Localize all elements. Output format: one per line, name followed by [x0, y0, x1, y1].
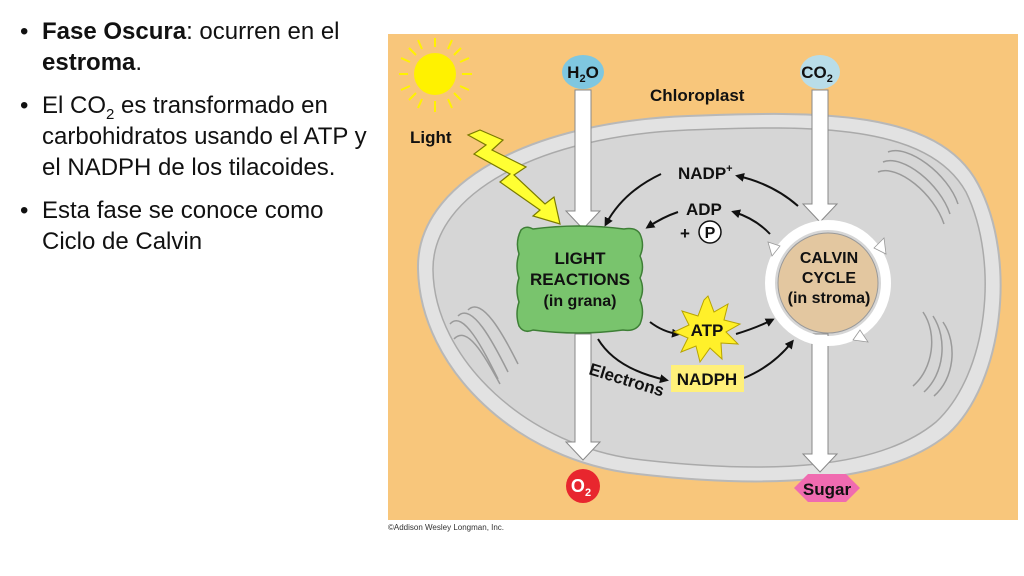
phosphate-label: P: [705, 225, 716, 242]
calvin-cycle-ring: [765, 220, 891, 346]
fase-oscura-text: : ocurren en el: [186, 18, 340, 45]
chloroplast-label: Chloroplast: [650, 86, 745, 105]
calvin-cycle-title: CALVIN: [800, 250, 858, 267]
sugar-output-arrow: [801, 333, 839, 473]
bullet-calvin: • Esta fase se conoce como Ciclo de Calv…: [18, 195, 378, 257]
calvin-cycle-circle: [777, 232, 879, 334]
calvin-cycle-arrowhead: [873, 237, 887, 255]
calvin-cycle-arrowhead: [767, 241, 781, 257]
calvin-to-nadp-arrow: [735, 172, 799, 207]
calvin-text: Esta fase se conoce como Ciclo de Calvin: [42, 197, 324, 255]
co2-input-arrow: [801, 89, 839, 223]
bullet-dot: •: [20, 197, 29, 224]
adp-to-light-arrow: [645, 211, 679, 229]
svg-text:O2: O2: [571, 476, 591, 499]
atp-label: ATP: [691, 321, 724, 340]
co2-molecule: CO2: [800, 55, 840, 89]
light-to-atp-arrow: [649, 321, 681, 338]
sun-icon: [399, 38, 472, 112]
nadph-label: NADPH: [677, 370, 737, 389]
estroma-word: estroma: [42, 49, 136, 76]
light-label: Light: [410, 128, 452, 147]
atp-to-calvin-arrow: [735, 318, 775, 335]
lightning-bolt-icon: [466, 129, 561, 225]
calvin-cycle-arrowhead: [852, 329, 869, 343]
svg-text:H2O: H2O: [567, 63, 599, 85]
light-reactions-title: LIGHT: [555, 249, 607, 268]
co2-pre: El CO: [42, 92, 107, 119]
h2o-label: H: [567, 63, 579, 82]
bullet-co2: • El CO2 es transformado en carbohidrato…: [18, 90, 378, 183]
bullet-fase-oscura: • Fase Oscura: ocurren en el estroma.: [18, 16, 378, 78]
light-reactions-subtitle: REACTIONS: [530, 270, 630, 289]
co2-sub: 2: [827, 73, 833, 85]
bullet-dot: •: [20, 92, 29, 119]
nadph-to-calvin-arrow: [743, 339, 794, 379]
fase-oscura-title: Fase Oscura: [42, 18, 187, 45]
co2-label: CO: [801, 63, 827, 82]
bullet-dot: •: [20, 18, 29, 45]
nadph-box: [671, 365, 744, 392]
photosynthesis-diagram: H2O CO2 Chloroplast Light LIGHT REACTION…: [388, 34, 1018, 520]
thylakoid-stack-right-top: [877, 149, 959, 225]
copyright-notice: ©Addison Wesley Longman, Inc.: [388, 523, 505, 532]
thylakoid-stack-right-bottom: [912, 311, 953, 397]
adp-label: ADP: [686, 200, 722, 219]
nadp-sup: +: [726, 163, 732, 175]
h2o-molecule: H2O: [562, 55, 604, 89]
bullet-list: • Fase Oscura: ocurren en el estroma. • …: [18, 16, 378, 269]
nadp-label: NADP+: [678, 163, 733, 183]
plus-sign: +: [680, 224, 690, 243]
fase-oscura-end: .: [135, 49, 143, 76]
h2o-end: O: [586, 63, 599, 82]
nadp-text: NADP: [678, 164, 726, 183]
o2-molecule: O2: [566, 469, 600, 503]
light-to-nadph-arrow: [597, 338, 669, 384]
o2-output-arrow: [564, 333, 602, 461]
nadp-to-light-arrow: [604, 173, 662, 227]
phosphate-circle: [698, 220, 722, 244]
h2o-input-arrow: [564, 89, 602, 230]
light-reactions-grana: [516, 225, 644, 334]
o2-label: O: [571, 476, 585, 496]
co2-post: es transformado en carbohidratos usando …: [42, 92, 367, 181]
calvin-cycle-subtitle: CYCLE: [802, 270, 857, 287]
sugar-hexagon: [794, 474, 860, 502]
co2-sub: 2: [106, 105, 115, 123]
sugar-label: Sugar: [803, 480, 852, 499]
calvin-cycle-location: (in stroma): [788, 290, 871, 307]
atp-burst-icon: [672, 295, 742, 364]
svg-text:CO2: CO2: [801, 63, 833, 85]
calvin-to-adp-arrow: [731, 209, 771, 235]
thylakoid-stack-left: [449, 306, 519, 385]
h2o-sub: 2: [579, 73, 585, 85]
light-reactions-location: (in grana): [544, 293, 617, 310]
o2-sub: 2: [585, 487, 591, 499]
